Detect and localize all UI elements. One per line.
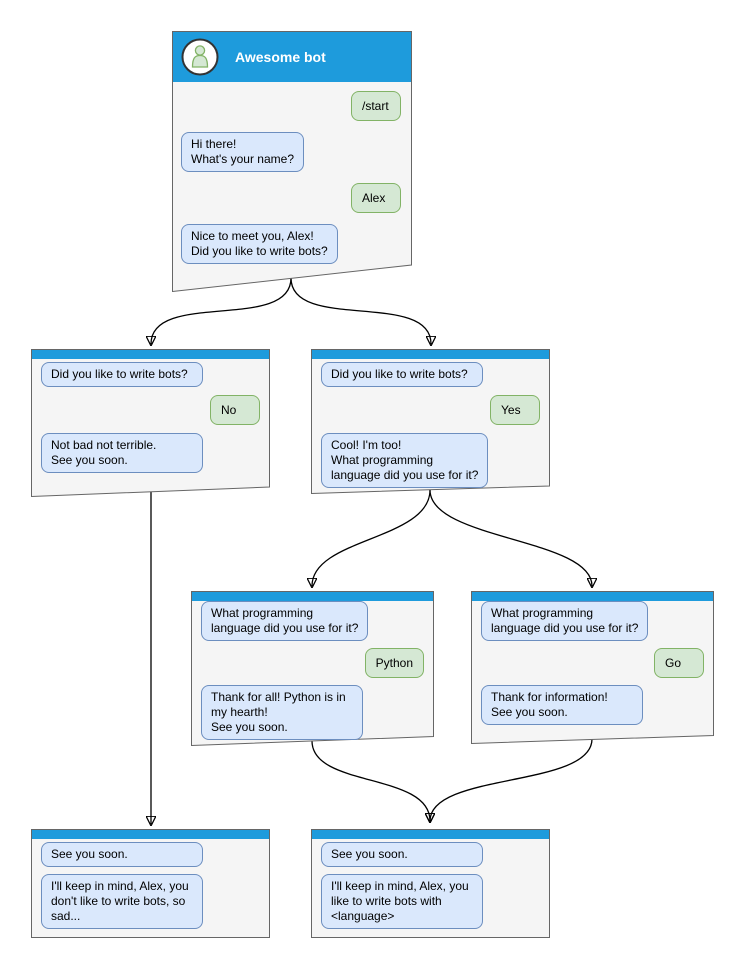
chat-node-end-yes: See you soon. I'll keep in mind, Alex, y… xyxy=(311,829,550,938)
bot-message-bubble: See you soon. xyxy=(321,842,483,867)
edge-branch-yes-to-python xyxy=(312,489,431,586)
user-message-bubble: Yes xyxy=(490,395,540,425)
bot-message-bubble: See you soon. xyxy=(41,842,203,867)
bot-message-bubble: What programming language did you use fo… xyxy=(481,601,649,641)
chat-header-strip xyxy=(312,350,549,359)
chat-header-strip xyxy=(472,592,713,601)
edge-python-to-end-yes xyxy=(311,740,430,821)
edge-branch-yes-to-go xyxy=(429,489,592,586)
chat-node-branch-python: What programming language did you use fo… xyxy=(191,591,434,746)
chat-node-branch-yes: Did you like to write bots? Yes Cool! I'… xyxy=(311,349,550,494)
bot-message-bubble: Did you like to write bots? xyxy=(41,362,203,387)
user-message-bubble: No xyxy=(210,395,260,425)
user-message-bubble: Alex xyxy=(351,183,401,213)
user-message-bubble: /start xyxy=(351,91,401,121)
bot-message-bubble: Hi there! What's your name? xyxy=(181,132,305,172)
bot-message-bubble: What programming language did you use fo… xyxy=(201,601,369,641)
chat-header-strip xyxy=(32,830,269,839)
user-message-bubble: Python xyxy=(364,648,424,678)
edge-root-to-branch-no xyxy=(151,277,292,344)
bot-message-bubble: Nice to meet you, Alex! Did you like to … xyxy=(181,224,338,264)
edge-go-to-end-yes xyxy=(430,738,593,821)
user-message-bubble: Go xyxy=(654,648,704,678)
bot-message-bubble: Thank for information! See you soon. xyxy=(481,685,643,725)
bot-message-bubble: Not bad not terrible. See you soon. xyxy=(41,433,203,473)
bot-title: Awesome bot xyxy=(235,49,326,65)
bot-message-bubble: Cool! I'm too! What programming language… xyxy=(321,433,489,488)
bot-message-bubble: I'll keep in mind, Alex, you like to wri… xyxy=(321,874,483,929)
chat-node-branch-go: What programming language did you use fo… xyxy=(471,591,714,744)
chat-header-strip xyxy=(32,350,269,359)
bot-message-bubble: I'll keep in mind, Alex, you don't like … xyxy=(41,874,203,929)
bot-message-bubble: Did you like to write bots? xyxy=(321,362,483,387)
chat-header-strip xyxy=(312,830,549,839)
chat-node-root: Awesome bot /start Hi there! What's your… xyxy=(172,31,412,292)
bot-message-bubble: Thank for all! Python is in my hearth! S… xyxy=(201,685,363,740)
edge-root-to-branch-yes xyxy=(290,277,431,344)
bot-avatar-icon xyxy=(181,38,219,76)
chat-node-end-no: See you soon. I'll keep in mind, Alex, y… xyxy=(31,829,270,938)
chat-header-strip xyxy=(192,592,433,601)
chat-titlebar: Awesome bot xyxy=(173,32,411,82)
chat-node-branch-no: Did you like to write bots? No Not bad n… xyxy=(31,349,270,497)
